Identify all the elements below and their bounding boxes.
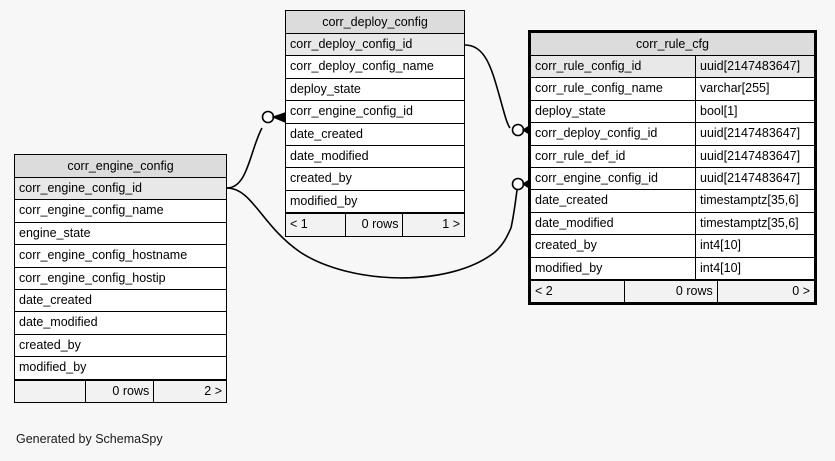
footer-prev-link[interactable]: [15, 381, 85, 402]
column-name: created_by: [535, 238, 597, 253]
edge-engine-to-rule-optional-marker: [511, 177, 525, 191]
column-name: date_created: [290, 126, 363, 141]
column-row-corr-rule-config-name[interactable]: corr_rule_config_name varchar[255]: [531, 78, 814, 101]
column-name: created_by: [290, 171, 352, 186]
column-type: uuid[2147483647]: [695, 145, 820, 167]
column-row-corr-rule-def-id[interactable]: corr_rule_def_id uuid[2147483647]: [531, 145, 814, 168]
column-type: timestamptz[35,6]: [695, 190, 820, 212]
column-type: bool[1]: [695, 100, 820, 123]
column-name: corr_rule_config_name: [535, 81, 663, 96]
column-name: date_modified: [535, 215, 614, 230]
column-name: deploy_state: [290, 81, 361, 96]
edge-deploy-to-rule: [464, 44, 511, 129]
column-name: modified_by: [535, 260, 603, 275]
edge-engine-to-deploy-optional-marker: [261, 110, 275, 124]
column-row-created-by[interactable]: created_by int4[10]: [531, 235, 814, 258]
footer-prev-link[interactable]: < 1: [290, 217, 308, 232]
column-row-modified-by[interactable]: modified_by: [286, 190, 464, 214]
column-name: corr_rule_def_id: [535, 148, 626, 163]
entity-footer: < 2 0 rows 0 >: [531, 279, 814, 303]
column-row-created-by[interactable]: created_by: [15, 334, 226, 358]
column-row-corr-engine-config-id[interactable]: corr_engine_config_id: [15, 178, 226, 201]
column-name: corr_engine_config_id: [19, 181, 143, 195]
footer-row-count: 0 rows: [624, 280, 718, 303]
column-row-deploy-state[interactable]: deploy_state bool[1]: [531, 100, 814, 124]
column-name: corr_engine_config_name: [19, 203, 164, 218]
column-name: corr_deploy_config_id: [290, 37, 413, 51]
column-row-modified-by[interactable]: modified_by int4[10]: [531, 257, 814, 280]
column-name: date_created: [19, 292, 92, 307]
edge-engine-to-rule-tail: [510, 189, 518, 229]
edge-engine-to-deploy-crowsfoot: [271, 112, 286, 123]
column-row-created-by[interactable]: created_by: [286, 168, 464, 191]
footer-row-count: 0 rows: [84, 380, 155, 402]
column-row-corr-engine-config-name[interactable]: corr_engine_config_name: [15, 200, 226, 223]
column-type: int4[10]: [695, 235, 820, 257]
column-row-corr-deploy-config-id[interactable]: corr_deploy_config_id: [286, 34, 464, 57]
generated-by-label: Generated by SchemaSpy: [16, 432, 163, 446]
column-row-date-created[interactable]: date_created timestamptz[35,6]: [531, 190, 814, 213]
column-row-deploy-state[interactable]: deploy_state: [286, 78, 464, 102]
column-name: corr_deploy_config_name: [290, 59, 434, 74]
footer-prev-link[interactable]: < 2: [535, 283, 553, 298]
entity-footer: < 1 0 rows 1 >: [286, 213, 464, 236]
column-name: corr_engine_config_hostname: [19, 248, 188, 263]
column-row-corr-deploy-config-id[interactable]: corr_deploy_config_id uuid[2147483647]: [531, 123, 814, 146]
column-row-engine-state[interactable]: engine_state: [15, 222, 226, 246]
column-type: uuid[2147483647]: [695, 56, 820, 78]
column-row-corr-rule-config-id[interactable]: corr_rule_config_id uuid[2147483647]: [531, 56, 814, 79]
column-name: date_modified: [19, 315, 98, 330]
entity-table-corr-engine-config[interactable]: corr_engine_config corr_engine_config_id…: [14, 154, 227, 403]
edge-deploy-to-rule-optional-marker: [511, 123, 525, 137]
column-name: date_created: [535, 193, 608, 208]
entity-footer: 0 rows 2 >: [15, 379, 226, 402]
column-type: varchar[255]: [695, 78, 820, 100]
column-name: modified_by: [290, 193, 358, 208]
footer-next-link[interactable]: 1 >: [442, 217, 460, 232]
column-row-corr-engine-config-hostip[interactable]: corr_engine_config_hostip: [15, 267, 226, 290]
column-name: corr_deploy_config_id: [535, 126, 658, 141]
column-type: int4[10]: [695, 257, 820, 279]
column-row-date-modified[interactable]: date_modified: [286, 145, 464, 169]
column-row-date-modified[interactable]: date_modified timestamptz[35,6]: [531, 212, 814, 236]
column-name: corr_engine_config_id: [290, 104, 414, 119]
footer-next-link[interactable]: 2 >: [204, 383, 222, 398]
column-name: engine_state: [19, 225, 91, 240]
entity-table-corr-deploy-config[interactable]: corr_deploy_config corr_deploy_config_id…: [285, 10, 465, 237]
entity-title: corr_deploy_config: [286, 11, 464, 34]
column-name: corr_rule_config_id: [535, 59, 642, 73]
footer-next-link[interactable]: 0 >: [792, 283, 810, 298]
edge-engine-to-deploy: [226, 127, 263, 189]
entity-title: corr_rule_cfg: [531, 33, 814, 56]
column-row-corr-engine-config-id[interactable]: corr_engine_config_id uuid[2147483647]: [531, 167, 814, 191]
column-name: corr_engine_config_hostip: [19, 270, 166, 285]
column-name: date_modified: [290, 148, 369, 163]
entity-title: corr_engine_config: [15, 155, 226, 178]
column-row-modified-by[interactable]: modified_by: [15, 357, 226, 380]
column-type: timestamptz[35,6]: [695, 212, 820, 235]
column-row-date-created[interactable]: date_created: [286, 123, 464, 146]
column-row-corr-engine-config-hostname[interactable]: corr_engine_config_hostname: [15, 245, 226, 268]
column-name: modified_by: [19, 360, 87, 375]
column-name: corr_engine_config_id: [535, 170, 659, 185]
column-type: uuid[2147483647]: [695, 167, 820, 190]
column-row-date-modified[interactable]: date_modified: [15, 312, 226, 335]
column-name: deploy_state: [535, 103, 606, 118]
column-row-corr-engine-config-id[interactable]: corr_engine_config_id: [286, 101, 464, 124]
column-row-corr-deploy-config-name[interactable]: corr_deploy_config_name: [286, 56, 464, 79]
footer-row-count: 0 rows: [344, 214, 404, 236]
entity-table-corr-rule-cfg[interactable]: corr_rule_cfg corr_rule_config_id uuid[2…: [528, 30, 817, 306]
column-row-date-created[interactable]: date_created: [15, 289, 226, 313]
column-name: created_by: [19, 337, 81, 352]
column-type: uuid[2147483647]: [695, 123, 820, 145]
